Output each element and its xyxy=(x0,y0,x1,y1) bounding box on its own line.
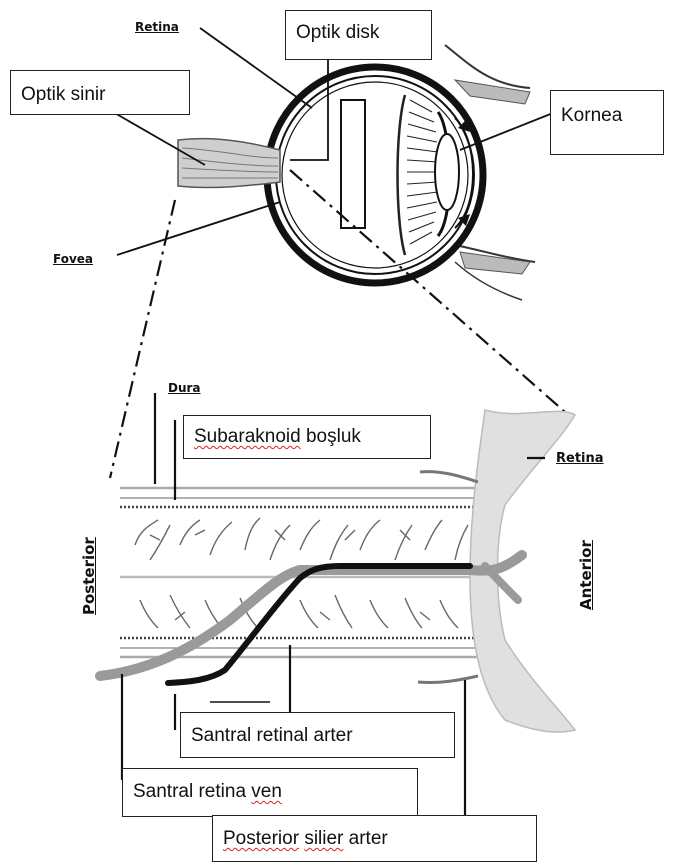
santral-retinal-arter-text: Santral retinal arter xyxy=(191,725,353,746)
posterior-silier-word1: Posterior xyxy=(223,828,299,849)
anterior-label: Anterior xyxy=(577,540,595,610)
posterior-silier-arter-box: Posterior silier arter xyxy=(212,815,537,862)
optik-sinir-text: Optik sinir xyxy=(21,84,105,105)
subaraknoid-space-word: boşluk xyxy=(306,426,361,447)
retina-right-label: Retina xyxy=(556,451,604,466)
subaraknoid-box: Subaraknoid boşluk xyxy=(183,415,431,459)
posterior-silier-word3: arter xyxy=(349,828,388,849)
posterior-silier-word2: silier xyxy=(304,828,343,849)
kornea-text: Kornea xyxy=(561,105,622,126)
optik-disk-box: Optik disk xyxy=(285,10,432,60)
retina-top-label: Retina xyxy=(135,20,179,34)
optik-disk-text: Optik disk xyxy=(296,22,379,43)
dura-label: Dura xyxy=(168,381,201,395)
fovea-label: Fovea xyxy=(53,252,93,266)
santral-retina-ven-box: Santral retina ven xyxy=(122,768,418,817)
posterior-label: Posterior xyxy=(80,537,98,615)
subaraknoid-word: Subaraknoid xyxy=(194,426,301,447)
santral-retinal-arter-box: Santral retinal arter xyxy=(180,712,455,758)
santral-retina-text: Santral retina xyxy=(133,781,246,802)
optik-sinir-box: Optik sinir xyxy=(10,70,190,115)
kornea-box: Kornea xyxy=(550,90,664,155)
ven-text: ven xyxy=(251,781,282,802)
eyeball xyxy=(178,45,535,300)
